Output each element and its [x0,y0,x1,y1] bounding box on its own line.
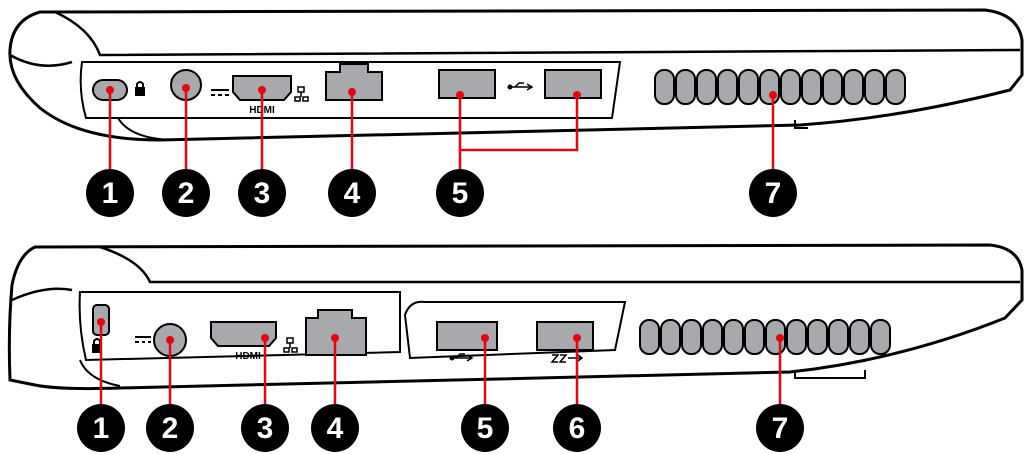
svg-text:7: 7 [765,177,782,210]
bottom-hdmi-port [210,321,277,347]
svg-text:7: 7 [772,412,789,445]
bottom-vent-grille [639,319,891,355]
svg-text:5: 5 [477,412,494,445]
svg-text:6: 6 [569,412,586,445]
bottom-lan-port [305,309,367,356]
svg-text:2: 2 [162,412,179,445]
bottom-right-recess [403,300,627,360]
top-usb-port-2 [544,69,602,99]
bottom-callout-badge-4: 4 [311,404,359,452]
top-lid-edge [54,10,1021,57]
bottom-hdmi-label: HDMI [235,351,261,362]
top-hinge-curve [9,53,73,67]
bottom-rear-foot [794,370,866,379]
svg-text:4: 4 [327,412,344,445]
top-lan-port [325,63,383,101]
top-vent-grille [654,69,906,105]
svg-text:1: 1 [102,177,119,210]
top-callout-badge-2: 2 [162,169,210,217]
bottom-lid-edge [99,245,1020,284]
top-callout-dots [106,84,777,99]
svg-text:5: 5 [452,177,469,210]
bottom-callout-badge-6: 6 [553,404,601,452]
top-usb-port-1 [438,69,496,99]
bottom-laptop-body [7,243,1024,391]
top-callout-badge-1: 1 [86,169,134,217]
svg-text:4: 4 [344,177,361,210]
bottom-callout-badge-2: 2 [146,404,194,452]
svg-text:3: 3 [254,177,271,210]
top-lock-icon [135,81,145,96]
top-callout-badge-4: 4 [328,169,376,217]
bottom-usb3-port [536,321,594,351]
top-rear-foot [794,120,808,129]
svg-text:1: 1 [93,412,110,445]
svg-text:2: 2 [178,177,195,210]
bottom-hinge-curve [11,287,73,302]
top-callout-badge-7: 7 [749,169,797,217]
bottom-laptop-view: HDMI [7,243,1024,452]
bottom-foot [79,359,121,387]
bottom-network-icon [283,337,298,353]
bottom-callout-dots [97,318,784,344]
bottom-callout-badge-7: 7 [756,404,804,452]
bottom-left-recess [78,291,401,362]
top-network-icon [294,86,309,102]
top-callout-lines [108,90,775,175]
bottom-callout-lines [99,322,782,412]
top-foot [117,117,171,141]
bottom-usb-icon [449,353,474,362]
top-laptop-view: HDMI [8,8,1024,217]
bottom-callout-badge-5: 5 [461,404,509,452]
top-callout-badge-5: 5 [436,169,484,217]
top-callout-badge-3: 3 [238,169,286,217]
top-port-recess [79,61,622,119]
bottom-callout-badge-1: 1 [77,404,125,452]
top-usb-icon [507,82,534,91]
bottom-callout-badge-3: 3 [241,404,289,452]
bottom-dc-icon [135,336,151,343]
top-dc-icon [211,89,229,96]
svg-text:3: 3 [257,412,274,445]
bottom-usb3-icon [550,354,584,363]
